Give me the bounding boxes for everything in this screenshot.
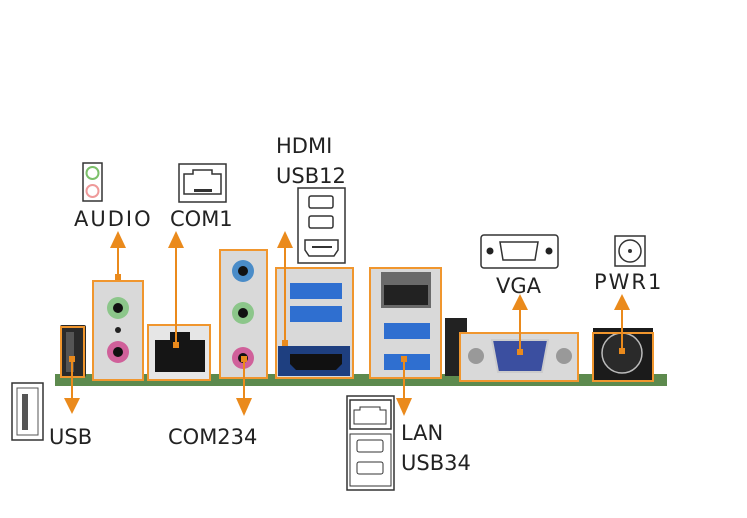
arrow-com1 <box>168 231 184 348</box>
label-pwr1: PWR1 <box>594 270 663 294</box>
audio-jack-icon <box>82 162 103 202</box>
label-com234: COM234 <box>168 425 257 449</box>
label-com1: COM1 <box>170 207 233 231</box>
label-hdmi: HDMI <box>276 134 332 158</box>
mini-din-icon <box>614 235 646 267</box>
label-vga: VGA <box>496 274 542 298</box>
arrow-audio <box>110 231 126 280</box>
hdmi-usb12-ports <box>275 267 354 379</box>
arrow-usb <box>64 356 80 414</box>
label-usb: USB <box>49 425 92 449</box>
arrow-lan-usb34 <box>396 356 412 416</box>
arrow-pwr1 <box>614 294 630 354</box>
label-lan: LAN <box>401 421 443 445</box>
arrow-com234 <box>236 356 252 416</box>
lan-usb34-ports <box>369 267 442 379</box>
label-usb12: USB12 <box>276 164 346 188</box>
com1-port <box>147 324 211 381</box>
label-usb34: USB34 <box>401 451 471 475</box>
audio-ports <box>92 280 144 381</box>
usb-port <box>60 325 86 378</box>
vga-icon <box>480 234 559 269</box>
label-audio: AUDIO <box>74 207 153 231</box>
usb-vertical-icon <box>11 382 44 441</box>
lan-usb-icon <box>346 395 395 491</box>
usb-hdmi-icon <box>297 187 346 264</box>
arrow-vga <box>512 294 528 355</box>
arrow-hdmi-usb12 <box>277 231 293 346</box>
rj45-icon <box>178 163 227 203</box>
